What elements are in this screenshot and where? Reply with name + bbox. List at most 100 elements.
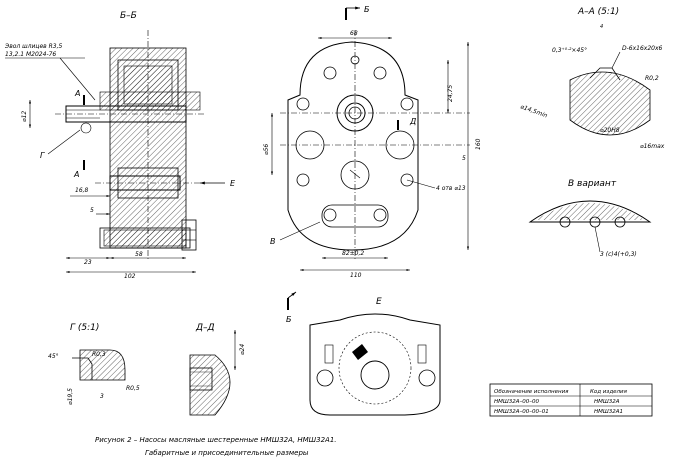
aa-d14: ⌀14,5min [519,103,548,119]
e-label-ring [338,331,412,405]
section-dd-view: Д–Д ⌀24 [189,323,246,416]
cover-plate [99,227,191,249]
letter-a2: А [73,170,79,179]
e-outline [309,313,441,416]
table-cell-designation-1: НМШ32А–00–00 [494,399,540,405]
hole-3 [296,97,310,111]
section-bb-title: Б–Б [120,11,137,21]
dim-58: 58 [135,251,143,258]
g-section [79,349,126,381]
g-3: 3 [100,393,104,400]
variants-table: Обозначение исполнения Код изделия НМШ32… [489,383,653,417]
shaft-bore [344,102,366,124]
dd-24: ⌀24 [239,344,246,355]
hole-8 [323,208,337,222]
dim-110: 110 [350,272,362,279]
letter-g: Г [40,151,45,160]
flange [99,91,201,111]
table-cell-code-2: НМШ32А1 [594,409,623,415]
dim-82: 82±0,2 [342,250,364,257]
mount-holes [296,55,414,222]
manufacturer-logo [352,344,368,360]
bottom-slot [321,204,389,228]
cut-b-bottom-arrow [287,291,297,299]
hole-7 [350,55,360,65]
table-cell-designation-2: НМШ32А–00–00–01 [494,409,549,415]
e-slot-left [324,344,334,364]
g-detail-circle [80,122,92,134]
dim-168: 16,8 [75,187,89,194]
table-header-designation: Обозначение исполнения [494,389,569,395]
e-hole-right [418,369,436,387]
dim-5: 5 [90,207,94,214]
dim-68: 68 [350,30,358,37]
port-lower [340,160,370,190]
bottom-b-label: Б [286,315,292,324]
g-profile [72,357,93,380]
aa-d16: ⌀16max [640,143,665,150]
dim-phi56: ⌀56 [263,144,270,155]
dim-23: 23 [84,259,92,266]
front-view: Б Д 68 160 24,75 [263,5,482,279]
section-aa-view: А–А (5:1) 4 0,3⁺⁰·²×45° D-6x16x20x6 R0,2… [519,7,664,150]
port-mark [349,169,361,179]
letter-e: Е [230,179,236,188]
section-aa-title: А–А (5:1) [577,7,619,17]
aa-spline: D-6x16x20x6 [622,45,663,52]
variant-leader [594,226,601,253]
hole-6 [400,173,414,187]
table-frame [489,383,653,417]
view-e: Б Е [286,291,441,416]
aa-chamfer: 0,3⁺⁰·²×45° [552,47,587,54]
letter-d1: Д [409,117,416,126]
top-b-label: Б [364,5,370,14]
g-leader [47,129,81,155]
spline-note-2: 13,2.1 М2024-76 [5,51,56,58]
v-leader [279,221,321,241]
e-slot-right [417,344,427,364]
shaft-end [348,106,362,120]
letter-v: В [270,237,276,246]
letter-a1: А [74,89,80,98]
cover-hatch [103,229,187,247]
section-bb-view: Б–Б Эвол шлицев R3,5 13,2.1 М2024-76 А А… [4,11,236,280]
dim-d12: ⌀12 [21,111,28,122]
variant-note: 3 (c)4(+0,3) [600,251,637,258]
variant-b-title: В вариант [568,179,617,189]
caption-line-1: Рисунок 2 – Насосы масляные шестеренные … [95,436,337,444]
holes-note: 4 отв ⌀13 [436,185,466,192]
holes-leader [406,179,436,189]
hole-2 [373,66,387,80]
view-e-title: Е [376,297,382,307]
table-cell-code-1: НМШ32А [594,399,620,405]
hole-1 [323,66,337,80]
spline-tooth [589,67,621,81]
note-leader-diag [59,57,96,101]
detail-g-title: Г (5:1) [70,323,99,333]
g-r03: R0,3 [92,351,106,358]
aa-dim-4: 4 [600,24,603,30]
dim-160: 160 [475,138,482,150]
hole-9 [373,208,387,222]
variant-b-view: В вариант 3 (c)4(+0,3) [528,179,652,258]
table-header-code: Код изделия [590,389,628,395]
detail-g-view: Г (5:1) 45° R0,3 R0,5 3 ⌀19,5 [48,323,140,405]
aa-r: R0,2 [645,75,659,82]
hole-5 [296,173,310,187]
dd-bore [189,367,213,391]
spline-note-1: Эвол шлицев R3,5 [4,43,62,50]
g-195: ⌀19,5 [67,388,74,405]
port-left [295,130,325,160]
dim-2475: 24,75 [447,85,454,102]
pump-outline [287,41,419,251]
hole-4 [400,97,414,111]
spline-section [569,71,651,136]
dim-102: 102 [124,273,136,280]
port-right [385,130,415,160]
variant-outline [528,200,652,223]
bolt-head [181,219,197,251]
aa-spline-leader [611,51,621,69]
g-r05: R0,5 [126,385,140,392]
aa-d20: ⌀20H8 [600,127,620,134]
